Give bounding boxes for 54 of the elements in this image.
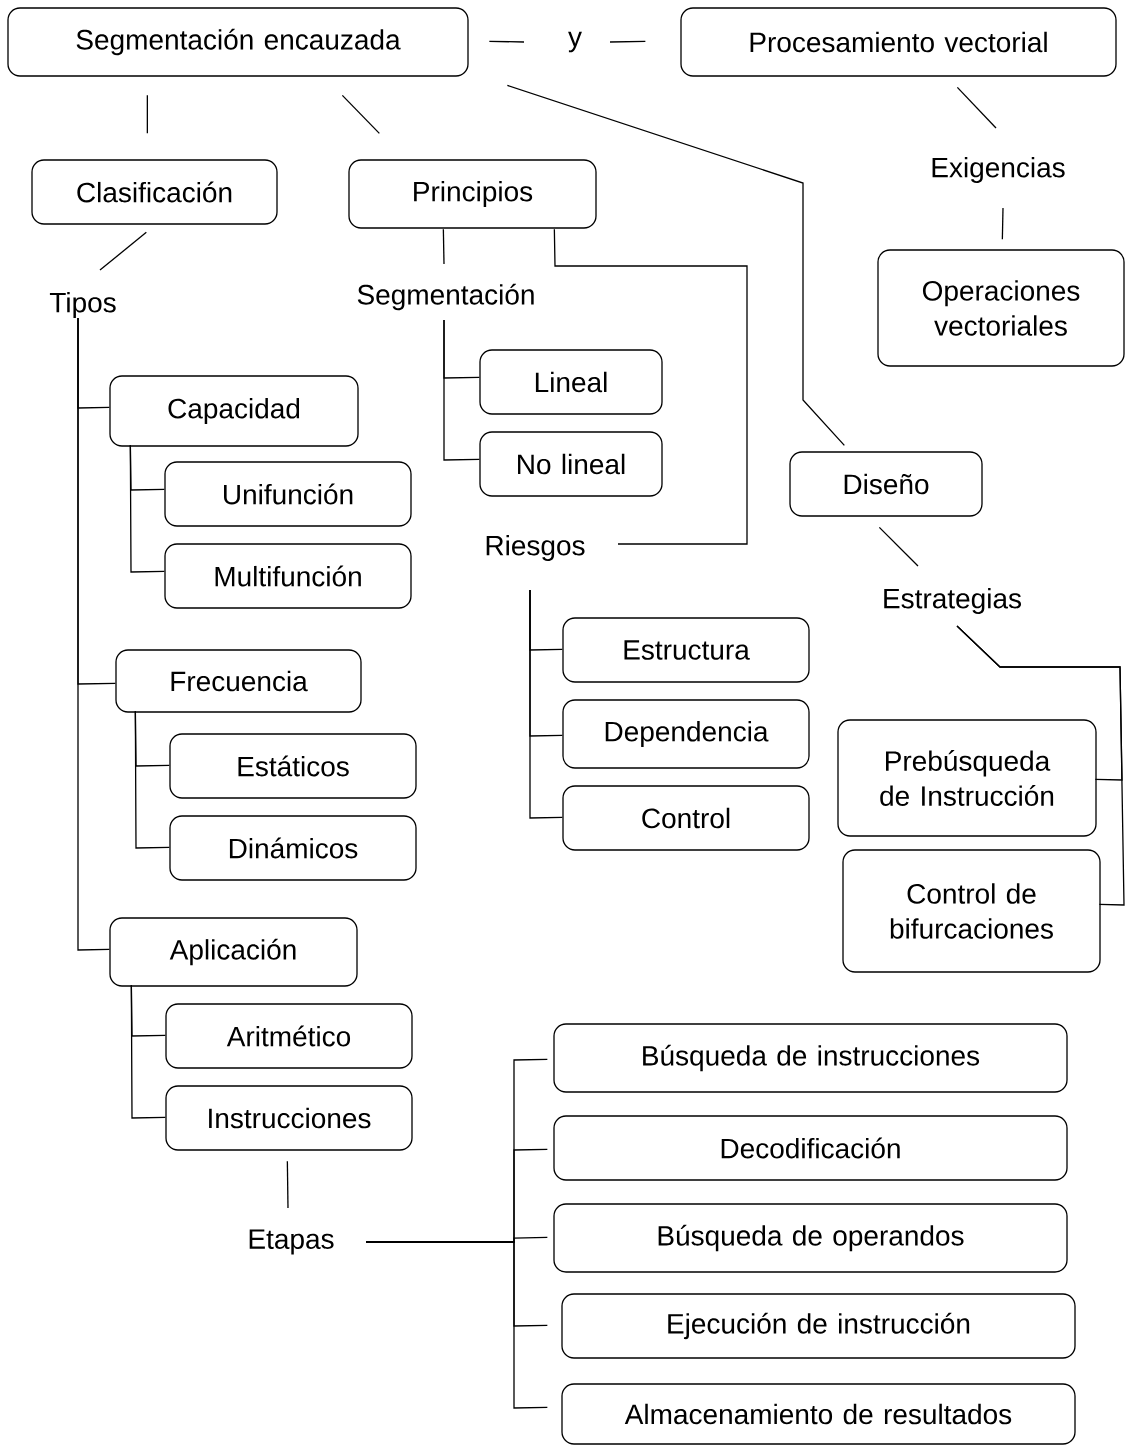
concept-box: Diseño bbox=[789, 451, 983, 517]
concept-label: Exigencias bbox=[932, 156, 1065, 184]
connector-line bbox=[443, 319, 480, 461]
concept-box: Aritmético bbox=[165, 1003, 413, 1069]
concept-box: Estructura bbox=[562, 617, 810, 683]
concept-box: Capacidad bbox=[109, 375, 359, 447]
concept-box: Control bbox=[562, 785, 810, 851]
connector-line bbox=[286, 1160, 289, 1209]
concept-box: Búsqueda de instrucciones bbox=[553, 1023, 1068, 1093]
concept-box: Búsqueda de operandos bbox=[553, 1203, 1068, 1273]
concept-box: Instrucciones bbox=[165, 1085, 413, 1151]
connector-line bbox=[146, 94, 148, 134]
connector-line bbox=[529, 589, 563, 819]
concept-box: No lineal bbox=[479, 431, 663, 497]
concept-box: Control de bifurcaciones bbox=[842, 849, 1101, 973]
concept-box: Estáticos bbox=[169, 733, 417, 799]
connector-line bbox=[341, 94, 380, 134]
connector-line bbox=[129, 444, 165, 573]
concept-box: Aplicación bbox=[109, 917, 358, 987]
connector-line bbox=[1001, 207, 1004, 240]
concept-box: Frecuencia bbox=[115, 649, 362, 713]
connector-line bbox=[506, 84, 845, 446]
connector-line bbox=[878, 526, 919, 567]
connector-line bbox=[553, 228, 748, 545]
concept-box: Unifunción bbox=[164, 461, 412, 527]
concept-label: Segmentación bbox=[357, 283, 534, 311]
connector-line bbox=[77, 317, 110, 951]
concept-box: Dependencia bbox=[562, 699, 810, 769]
concept-label: Estrategias bbox=[884, 587, 1021, 615]
concept-label: y bbox=[568, 31, 582, 53]
concept-box: Dinámicos bbox=[169, 815, 417, 881]
concept-box: Operaciones vectoriales bbox=[877, 249, 1125, 367]
concept-label: Tipos bbox=[49, 291, 116, 319]
connector-line bbox=[956, 625, 1125, 906]
connector-line bbox=[442, 228, 445, 265]
concept-label: Riesgos bbox=[486, 534, 585, 562]
concept-label: Etapas bbox=[249, 1229, 334, 1255]
concept-box: Almacenamiento de resultados bbox=[561, 1383, 1076, 1445]
concept-box: Multifunción bbox=[164, 543, 412, 609]
concept-box: Procesamiento vectorial bbox=[680, 7, 1117, 77]
connector-line bbox=[956, 86, 997, 129]
concept-box: Principios bbox=[348, 159, 597, 229]
concept-box: Clasificación bbox=[31, 159, 278, 225]
connector-line bbox=[488, 40, 525, 43]
connector-line bbox=[609, 40, 646, 43]
connector-line bbox=[99, 231, 147, 271]
concept-box: Segmentación encauzada bbox=[7, 7, 469, 77]
concept-box: Lineal bbox=[479, 349, 663, 415]
connector-line bbox=[130, 984, 166, 1119]
concept-box: Ejecución de instrucción bbox=[561, 1293, 1076, 1359]
concept-box: Prebúsqueda de Instrucción bbox=[837, 719, 1097, 837]
connector-line bbox=[134, 710, 170, 849]
connector-line bbox=[365, 1241, 548, 1409]
concept-box: Decodificación bbox=[553, 1115, 1068, 1181]
